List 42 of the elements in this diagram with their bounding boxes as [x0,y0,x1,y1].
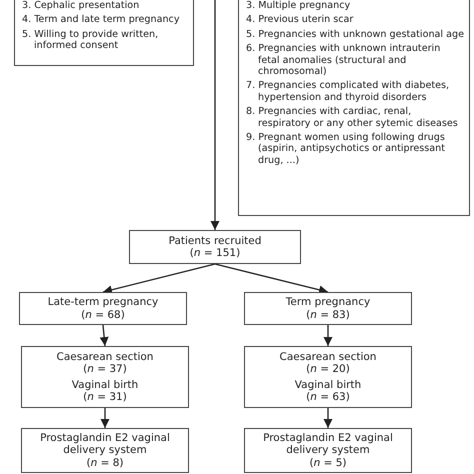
criteria-item: 5. Pregnancies with unknown gestational age [246,28,464,40]
box-title: Late-term pregnancy [46,296,160,308]
count-text: (n = 37) [82,363,128,376]
arrow [100,324,109,346]
box-title: Vaginal birth [294,378,362,391]
arrow [100,408,110,428]
criteria-box [238,0,470,216]
box-title: Caesarean section [278,350,378,363]
arrow [324,408,332,428]
count-text: (n = 31) [82,391,128,404]
count-text: (n = 8) [85,456,124,470]
count-text: (n = 68) [80,308,126,321]
arrow [324,325,332,346]
criteria-item: 9. Pregnant women using following drugs (aspirin, antipsychotics or antipressant drug, ...) [246,132,446,166]
process-box [244,292,412,325]
count-text: (n = 83) [305,308,351,321]
criteria-item: 4. Previous uterin scar [246,14,354,26]
criteria-item: 3. Multiple pregnancy [246,0,352,12]
count-text: (n = 151) [188,247,242,260]
box-title: Term pregnancy [284,296,372,308]
criteria-item: 7. Pregnancies complicated with diabetes, hypertension and thyroid disorders [246,80,450,104]
box-title: Vaginal birth [70,378,140,391]
arrow [214,263,328,294]
count-text: (n = 20) [305,363,351,376]
process-box [244,428,412,473]
box-title: Caesarean section [56,350,154,363]
criteria-item: 6. Pregnancies with unknown intrauterin fetal anomalies (structural and chromosomal) [246,43,442,78]
process-box [21,346,189,408]
process-box [19,292,187,325]
process-box [21,428,189,473]
criteria-item: 8. Pregnancies with cardiac, renal, respiratory or any other sytemic diseases [246,106,459,130]
criteria-box [14,0,194,66]
count-text: (n = 5) [308,456,348,470]
criteria-item: 4. Term and late term pregnancy [22,14,181,26]
process-box [244,346,412,408]
box-title: Patients recruited [168,234,262,247]
arrow [102,263,216,294]
process-box [129,230,301,264]
count-text: (n = 63) [305,391,351,404]
criteria-item: 3. Cephalic presentation [22,0,140,12]
arrow [210,0,220,230]
criteria-item: 5. Willing to provide written, informed consent [22,28,160,52]
